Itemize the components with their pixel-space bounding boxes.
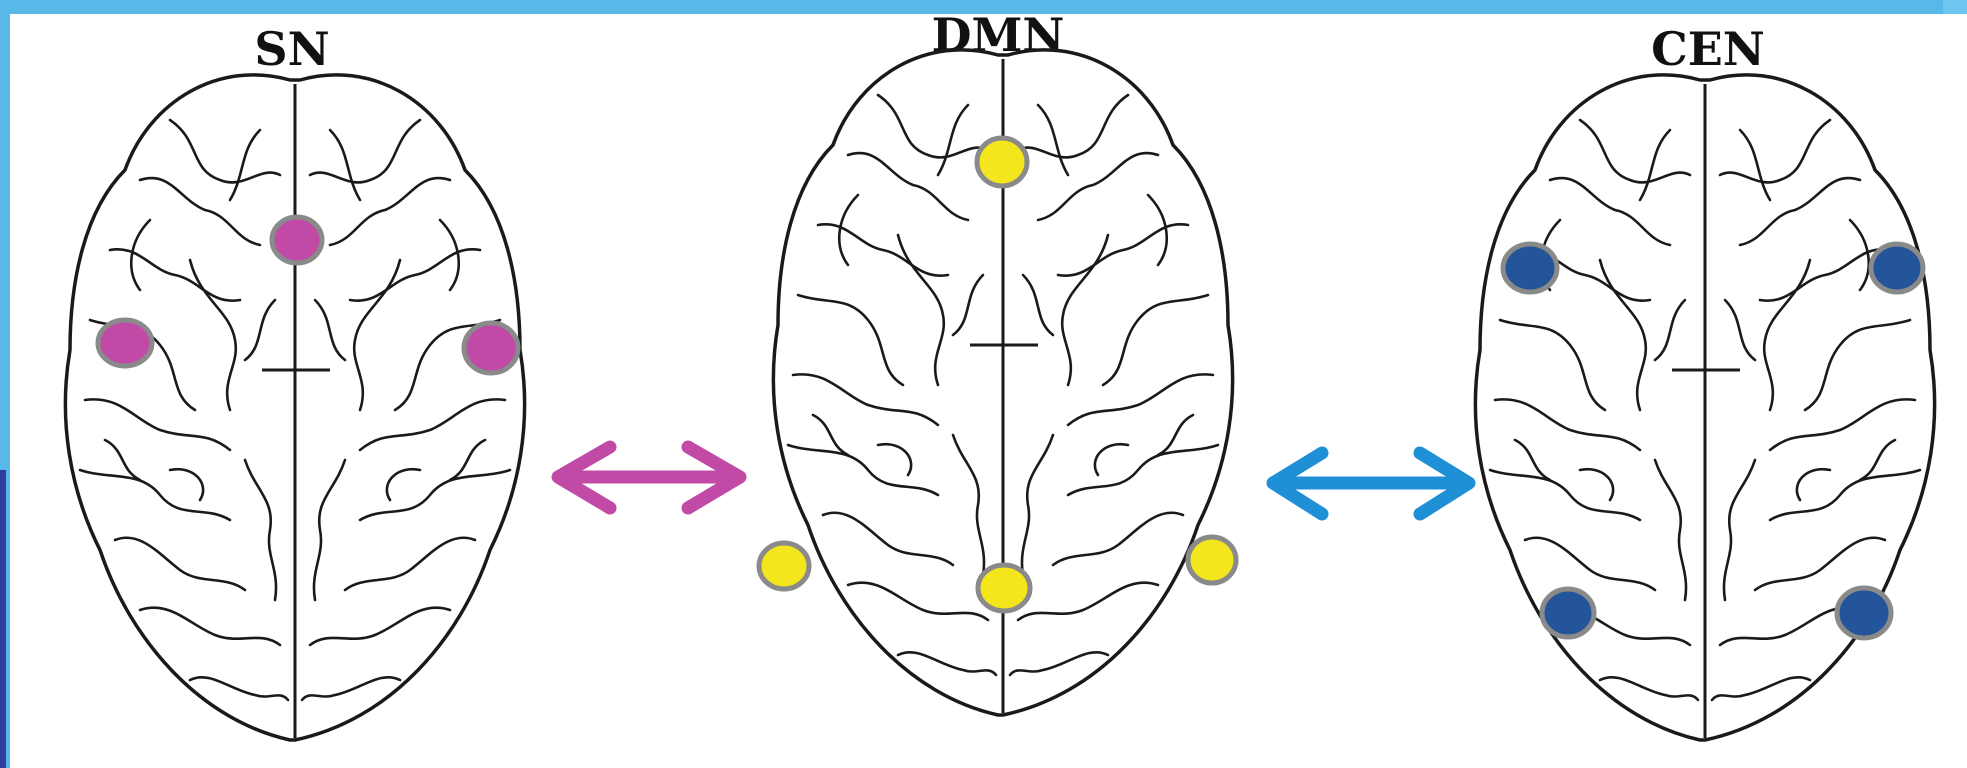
- sn-node-anterior-cingulate: [272, 217, 322, 263]
- dmn-node-right-parietal: [1188, 537, 1236, 583]
- cen-node-left-parietal: [1542, 589, 1594, 637]
- dmn-node-left-parietal: [759, 543, 809, 589]
- dmn-node-medial-prefrontal: [977, 138, 1027, 186]
- cen-node-right-dlpfc: [1871, 244, 1923, 292]
- sn-node-left-insula: [98, 320, 152, 366]
- cen-node-right-parietal: [1837, 588, 1891, 638]
- sn-brain: [65, 75, 524, 740]
- sn-node-right-insula: [464, 323, 518, 373]
- dmn-cen-arrow: [1273, 453, 1469, 514]
- cen-node-left-dlpfc: [1503, 244, 1557, 292]
- dmn-node-posterior-cingulate: [978, 565, 1030, 611]
- sn-dmn-arrow: [558, 447, 740, 508]
